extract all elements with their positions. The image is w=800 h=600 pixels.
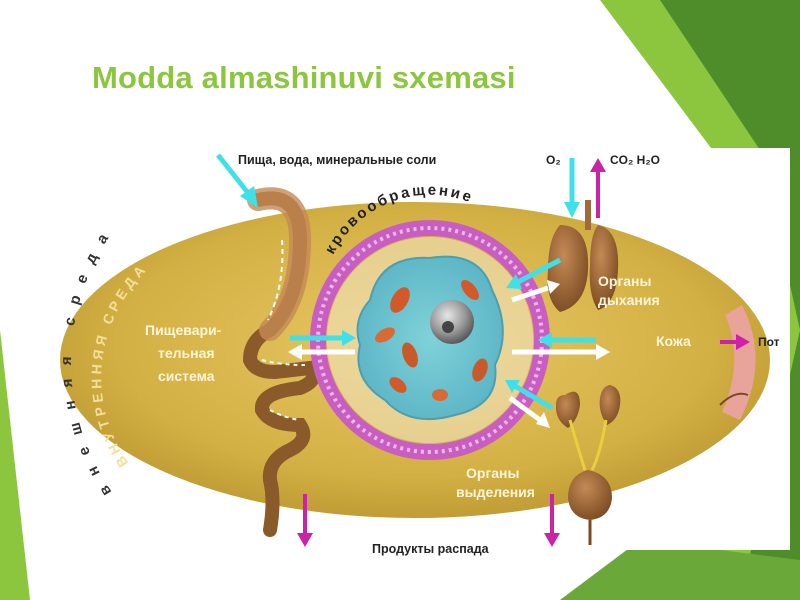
digestive-label-line3: система [158, 368, 215, 384]
digestive-label-line1: Пищевари- [145, 322, 222, 338]
cell-icon [356, 255, 504, 421]
excretory-label-line2: выделения [456, 484, 535, 500]
oxygen-label: O₂ [546, 153, 561, 167]
kidneys-icon [555, 385, 621, 471]
magenta-arrows [297, 158, 750, 547]
food-input-label: Пища, вода, минеральные соли [238, 153, 436, 167]
co2-water-label: CO₂ H₂O [610, 153, 660, 167]
bladder-icon [568, 470, 612, 545]
white-arrows [288, 280, 610, 428]
respiratory-label-line2: дыхания [598, 292, 660, 308]
cyan-arrows [216, 153, 596, 411]
digestive-label-line2: тельная [158, 345, 215, 361]
skin-icon [722, 305, 756, 420]
skin-label: Кожа [656, 333, 691, 349]
respiratory-label-line1: Органы [598, 273, 651, 289]
lungs-icon [547, 200, 619, 312]
excretory-label-line1: Органы [466, 465, 519, 481]
sweat-label: Пот [758, 335, 780, 349]
stomach-intestine-icon [242, 187, 321, 537]
slide-title: Modda almashinuvi sxemasi [92, 60, 516, 95]
decay-products-label: Продукты распада [372, 542, 490, 556]
